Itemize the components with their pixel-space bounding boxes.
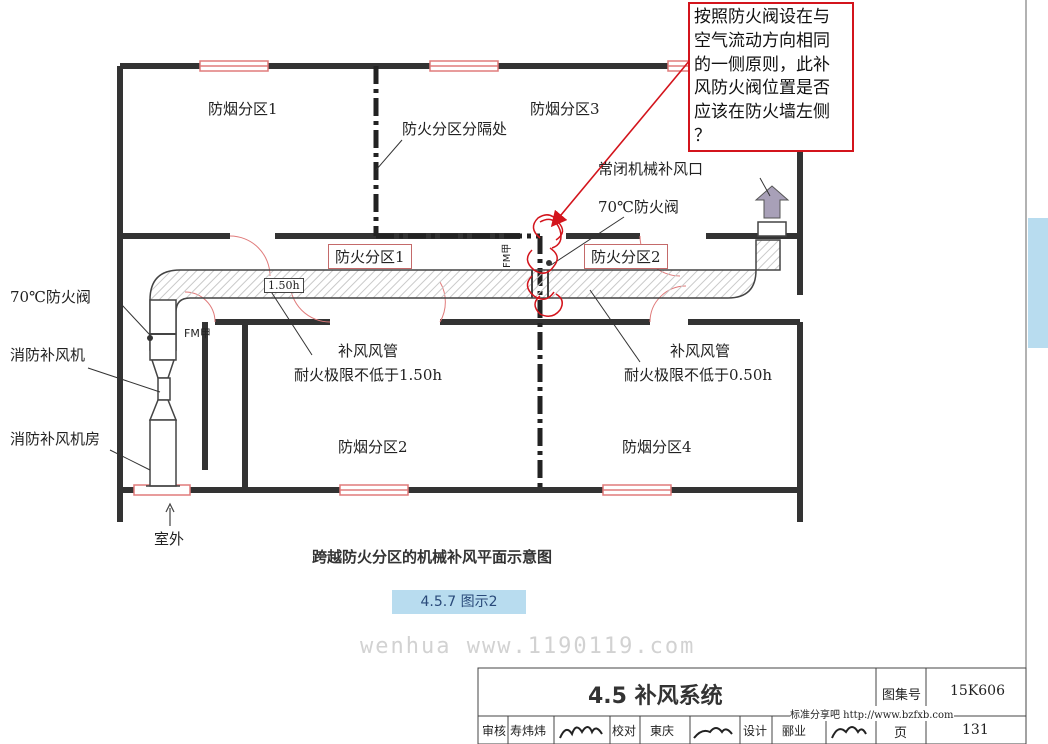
- leader-lines: [87, 139, 771, 471]
- note-line: 风防火阀位置是否: [694, 78, 830, 99]
- note-line: ？: [694, 125, 711, 146]
- make-up-air-fan: [146, 359, 180, 487]
- proofer-name: 東庆: [650, 724, 675, 738]
- duct-right-label: 补风风管: [670, 342, 731, 360]
- duct-right-rating: 耐火极限不低于0.50h: [624, 366, 773, 384]
- fire-zone-2-label: 防火分区2: [584, 244, 668, 269]
- fm-left-label: FM甲: [184, 327, 211, 340]
- reviewer-name: 寿炜炜: [510, 724, 547, 738]
- duct-left-label: 补风风管: [338, 342, 399, 360]
- review-label: 审核: [482, 724, 507, 738]
- note-line: 空气流动方向相同: [694, 30, 830, 51]
- fm-right-label: FM甲: [502, 243, 513, 268]
- design-label: 设计: [743, 724, 768, 738]
- outdoor-arrow: [165, 502, 175, 526]
- smoke-zone-4-label: 防烟分区4: [622, 438, 692, 456]
- note-line: 的一侧原则，此补: [694, 54, 830, 75]
- revision-cloud: [526, 214, 564, 317]
- designer-name: 郦业: [782, 724, 807, 738]
- note-line: 按照防火阀设在与: [694, 7, 830, 27]
- note-line: 应该在防火墙左侧: [694, 102, 830, 123]
- normally-closed-inlet-label: 常闭机械补风口: [598, 160, 704, 178]
- damper-70-left-label: 70℃防火阀: [10, 288, 91, 306]
- review-question-note: 按照防火阀设在与 空气流动方向相同 的一侧原则，此补 风防火阀位置是否 应该在防…: [688, 2, 854, 152]
- figure-number-badge: 4.5.7 图示2: [392, 590, 526, 614]
- note-pointer-arrow: [550, 59, 691, 228]
- smoke-zone-2-label: 防烟分区2: [338, 438, 408, 456]
- outdoor-label: 室外: [154, 530, 185, 548]
- page-margin: [1025, 0, 1048, 744]
- duct-left-rating: 耐火极限不低于1.50h: [294, 366, 443, 384]
- proof-label: 校对: [612, 724, 637, 738]
- supply-duct: [147, 221, 787, 361]
- duct-rating-tag: 1.50h: [264, 278, 304, 293]
- title-block-title: 4.5 补风系统: [588, 684, 723, 709]
- page-label: 页: [894, 726, 908, 741]
- site-credit-text: 标准分享吧 http://www.bzfxb.com: [790, 706, 954, 721]
- figure-caption: 跨越防火分区的机械补风平面示意图: [312, 548, 553, 566]
- damper-70-right-label: 70℃防火阀: [598, 198, 679, 216]
- atlas-number: 15K606: [950, 683, 1005, 699]
- smoke-zone-3-label: 防烟分区3: [530, 100, 600, 118]
- fire-zone-1-label: 防火分区1: [328, 244, 412, 269]
- smoke-zone-1-label: 防烟分区1: [208, 100, 278, 118]
- fan-label: 消防补风机: [10, 346, 86, 364]
- page-number: 131: [962, 722, 989, 738]
- fan-room-label: 消防补风机房: [10, 430, 101, 448]
- fire-partition-label: 防火分区分隔处: [402, 120, 508, 138]
- watermark-text: wenhua www.1190119.com: [360, 634, 696, 659]
- inlet-arrow: [754, 185, 790, 219]
- atlas-label: 图集号: [882, 688, 922, 703]
